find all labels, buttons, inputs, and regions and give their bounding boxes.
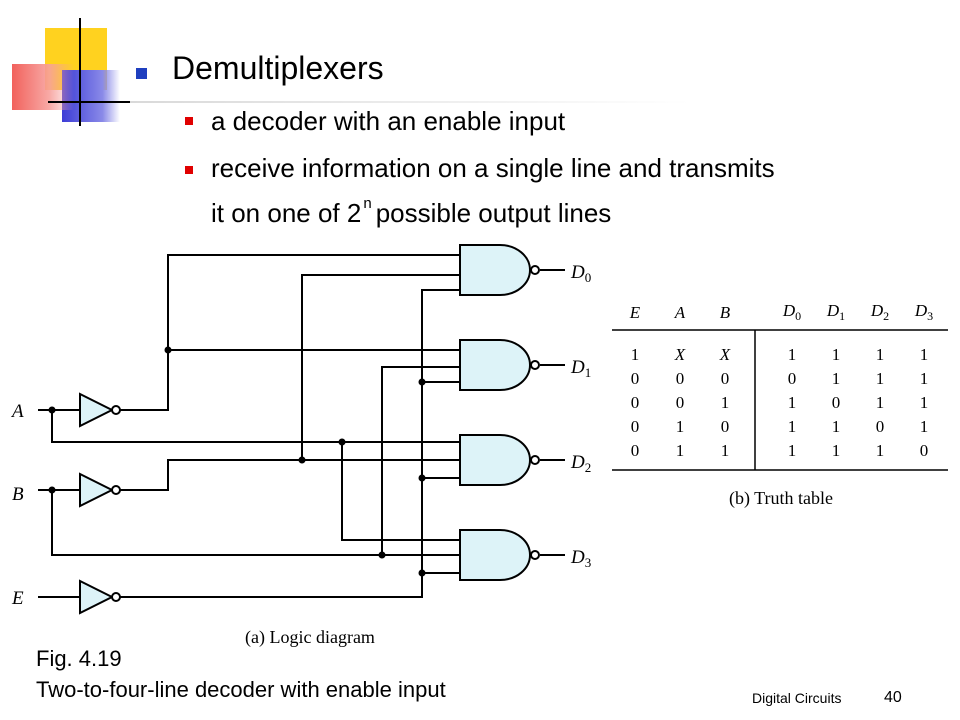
logic-diagram: A B E D0 D1 D2 D3 (a) Logic diagram — [10, 244, 591, 648]
tt-cell-r2-c2: 1 — [721, 393, 730, 412]
tt-cell-r0-c4: 1 — [832, 345, 841, 364]
bullet-marker-1 — [185, 117, 193, 125]
tt-cell-r2-c6: 1 — [920, 393, 929, 412]
output-label-d1: D1 — [570, 357, 591, 380]
tt-cell-r0-c6: 1 — [920, 345, 929, 364]
tt-header-d2: D2 — [870, 301, 889, 323]
tt-cell-r3-c0: 0 — [631, 417, 640, 436]
tt-header-d0: D0 — [782, 301, 801, 323]
tt-cell-r1-c2: 0 — [721, 369, 730, 388]
tt-cell-r4-c5: 1 — [876, 441, 885, 460]
tt-cell-r3-c4: 1 — [832, 417, 841, 436]
input-label-e: E — [11, 588, 24, 609]
tt-cell-r2-c3: 1 — [788, 393, 797, 412]
tt-caption: (b) Truth table — [729, 488, 833, 509]
truth-table: E A B D0 D1 D2 D3 1 X X 1 1 1 1 0 0 0 0 1 1 1 0 0 1 1 0 1 1 0… — [612, 301, 948, 509]
tt-cell-r0-c2: X — [719, 345, 731, 364]
figure-number: Fig. 4.19 — [36, 646, 122, 671]
tt-cell-r3-c6: 1 — [920, 417, 929, 436]
tt-cell-r3-c2: 0 — [721, 417, 730, 436]
input-label-b: B — [12, 484, 24, 505]
tt-cell-r0-c3: 1 — [788, 345, 797, 364]
deco-horizontal-fade — [130, 101, 690, 103]
tt-cell-r0-c5: 1 — [876, 345, 885, 364]
bullet-text-2: receive information on a single line and… — [211, 153, 775, 183]
output-label-d2: D2 — [570, 452, 591, 475]
tt-cell-r4-c3: 1 — [788, 441, 797, 460]
figure-description: Two-to-four-line decoder with enable inp… — [36, 677, 446, 702]
and-gate-2 — [459, 434, 531, 486]
tt-cell-r4-c4: 1 — [832, 441, 841, 460]
tt-cell-r4-c1: 1 — [676, 441, 685, 460]
tt-header-e: E — [629, 303, 641, 322]
tt-cell-r3-c5: 0 — [876, 417, 885, 436]
tt-header-a: A — [674, 303, 686, 322]
tt-cell-r2-c5: 1 — [876, 393, 885, 412]
inverter-a — [79, 392, 115, 428]
inverter-e — [79, 579, 115, 615]
tt-cell-r4-c6: 0 — [920, 441, 929, 460]
tt-cell-r1-c4: 1 — [832, 369, 841, 388]
output-label-d0: D0 — [570, 262, 591, 285]
tt-cell-r3-c3: 1 — [788, 417, 797, 436]
deco-vertical-line — [79, 18, 81, 126]
footer-page-number: 40 — [884, 689, 902, 706]
tt-cell-r4-c2: 1 — [721, 441, 730, 460]
bullet-text-1: a decoder with an enable input — [211, 106, 566, 136]
deco-horizontal-line — [48, 101, 130, 103]
slide-title: Demultiplexers — [172, 50, 384, 86]
tt-cell-r1-c3: 0 — [788, 369, 797, 388]
footer-course: Digital Circuits — [752, 690, 842, 706]
tt-cell-r3-c1: 1 — [676, 417, 685, 436]
and-gate-1 — [459, 339, 531, 391]
tt-header-d1: D1 — [826, 301, 845, 323]
diagram-caption: (a) Logic diagram — [245, 627, 375, 648]
tt-cell-r1-c0: 0 — [631, 369, 640, 388]
tt-cell-r1-c6: 1 — [920, 369, 929, 388]
output-label-d3: D3 — [570, 547, 591, 570]
tt-cell-r2-c4: 0 — [832, 393, 841, 412]
title-bullet — [136, 68, 147, 79]
inverter-b — [79, 472, 115, 508]
tt-cell-r1-c1: 0 — [676, 369, 685, 388]
tt-header-b: B — [720, 303, 731, 322]
deco-red-square — [12, 64, 74, 110]
tt-cell-r0-c0: 1 — [631, 345, 640, 364]
and-gate-0 — [459, 244, 531, 296]
and-gate-3 — [459, 529, 531, 581]
tt-header-d3: D3 — [914, 301, 933, 323]
bullet-text-2b-end: possible output lines — [375, 198, 612, 228]
bullet-marker-2 — [185, 166, 193, 174]
input-label-a: A — [10, 401, 24, 422]
bullet-text-2b-start: it on one of 2 — [211, 198, 362, 228]
tt-cell-r4-c0: 0 — [631, 441, 640, 460]
tt-cell-r0-c1: X — [674, 345, 686, 364]
exponent-n: n — [363, 195, 372, 212]
tt-cell-r2-c0: 0 — [631, 393, 640, 412]
tt-cell-r2-c1: 0 — [676, 393, 685, 412]
tt-cell-r1-c5: 1 — [876, 369, 885, 388]
